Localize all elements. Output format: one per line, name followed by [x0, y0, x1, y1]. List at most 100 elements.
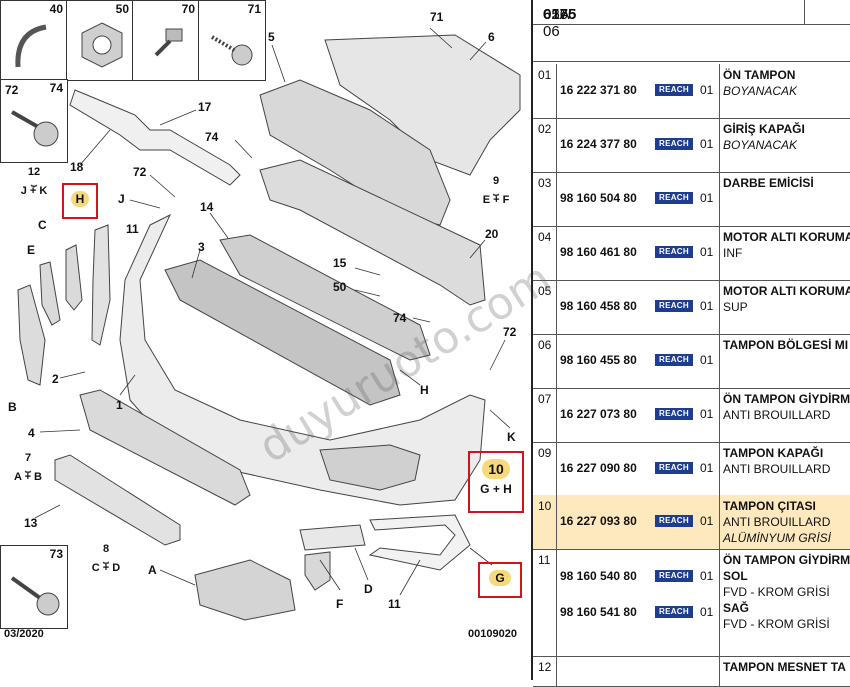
diagram-date: 03/2020: [4, 628, 44, 640]
callout-label: 1: [116, 398, 123, 412]
table-subheader: [533, 25, 850, 62]
redbox-g: G: [478, 562, 522, 598]
bracket-f-shape: [304, 551, 331, 591]
reach-badge: REACH: [655, 192, 693, 204]
redbox-label: H: [70, 191, 90, 207]
lower-grille-shape: [79, 389, 251, 506]
row-index: 06: [538, 338, 552, 352]
part-number[interactable]: 16 227 073 80: [560, 407, 637, 421]
inset-number: 71: [247, 2, 261, 16]
callout-label: 71: [430, 10, 444, 24]
part-title: TAMPON MESNET TA: [723, 660, 846, 674]
group-sub: J + K: [20, 185, 48, 197]
quantity: 01: [700, 299, 714, 313]
inset-40: 40: [0, 0, 68, 81]
brace-icon: ⏟: [25, 462, 31, 473]
quantity: 01: [700, 353, 714, 367]
part-number[interactable]: 16 227 093 80: [560, 514, 637, 528]
description-cell: GİRİŞ KAPAĞI BOYANACAK: [719, 118, 850, 172]
part-detail: BOYANACAK: [723, 138, 798, 152]
row-index: 12: [538, 660, 552, 674]
part-number[interactable]: 98 160 504 80: [560, 191, 637, 205]
callout-label: K: [507, 430, 516, 444]
part-number[interactable]: 98 160 455 80: [560, 353, 637, 367]
part-title: ÖN TAMPON: [723, 68, 796, 82]
callout-label: 2: [52, 372, 59, 386]
inset-71: 71: [198, 0, 266, 81]
row-index: 09: [538, 446, 552, 460]
part-title: TAMPON ÇITASI: [723, 499, 816, 513]
part-title: GİRİŞ KAPAĞI: [723, 122, 805, 136]
reference-bold: 6175: [543, 6, 577, 23]
trim-strip-d-shape: [299, 524, 366, 551]
quantity: 01: [700, 461, 714, 475]
callout-label: B: [8, 400, 17, 414]
clip-ring-icon: [15, 24, 47, 68]
part-title: ÖN TAMPON GİYDİRM: [723, 392, 850, 406]
quantity: 01: [700, 605, 714, 619]
redbox-label: 10: [482, 459, 510, 479]
reach-badge: REACH: [655, 354, 693, 366]
brace-icon: ⏟: [103, 553, 109, 564]
quantity: 01: [700, 137, 714, 151]
callout-label: C: [38, 218, 47, 232]
part-number[interactable]: 98 160 541 80: [560, 605, 637, 619]
inset-number: 73: [49, 547, 63, 561]
exploded-view-drawing: [17, 27, 521, 621]
reach-badge: REACH: [655, 606, 693, 618]
row-index-cell: 11: [533, 549, 557, 656]
part-number[interactable]: 16 222 371 80: [560, 83, 637, 97]
part-number[interactable]: 98 160 540 80: [560, 569, 637, 583]
nut-icon: [81, 22, 123, 68]
row-index: 10: [538, 499, 552, 513]
reach-badge: REACH: [655, 300, 693, 312]
part-detail: ANTI BROUILLARD: [723, 462, 831, 476]
part-detail: FVD - KROM GRİSİ: [723, 585, 830, 599]
callout-label: 20: [485, 227, 499, 241]
table-row[interactable]: 12 TAMPON MESNET TA: [533, 656, 850, 687]
grille-molding-shape: [69, 89, 241, 186]
part-detail: ANTI BROUILLARD: [723, 408, 831, 422]
callout-label: A: [148, 563, 157, 577]
fog-lamp-opening-shape: [319, 444, 421, 491]
part-number[interactable]: 98 160 458 80: [560, 299, 637, 313]
inset-50: 50: [66, 0, 134, 81]
reach-badge: REACH: [655, 515, 693, 527]
inset-72-74: 72 74: [0, 79, 68, 163]
part-number[interactable]: 16 227 090 80: [560, 461, 637, 475]
description-cell: TAMPON MESNET TA: [719, 656, 850, 686]
reach-badge: REACH: [655, 462, 693, 474]
part-detail: INF: [723, 246, 743, 260]
row-index-cell: 10: [533, 495, 557, 549]
quantity: 01: [700, 191, 714, 205]
part-detail: ALÜMİNYUM GRİSİ: [723, 531, 832, 545]
callout-label: 74: [393, 311, 407, 325]
callout-label: 13: [24, 516, 38, 530]
redbox-h: H: [62, 183, 98, 219]
callout-label: J: [118, 192, 125, 206]
part-number[interactable]: 16 224 377 80: [560, 137, 637, 151]
quantity: 01: [700, 514, 714, 528]
row-index-cell: 04: [533, 226, 557, 280]
row-index-cell: 12: [533, 656, 557, 686]
callout-label: 11: [126, 222, 139, 236]
part-number[interactable]: 98 160 461 80: [560, 245, 637, 259]
brace-icon: ⏟: [493, 185, 499, 196]
callout-label: F: [336, 597, 344, 611]
callout-label: 5: [268, 30, 275, 44]
callout-label: 72: [503, 325, 517, 339]
